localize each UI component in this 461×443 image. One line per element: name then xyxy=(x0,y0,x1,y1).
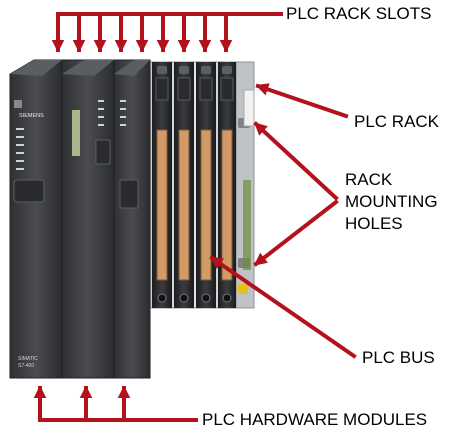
power-supply-module: SIEMENS SIMATIC S7-400 xyxy=(9,59,63,379)
rack-slot xyxy=(174,62,194,308)
bus-connector xyxy=(178,129,190,281)
brand-marking: SIEMENS xyxy=(19,113,44,119)
hardware-modules-label: PLC HARDWARE MODULES xyxy=(202,410,428,429)
mounting-holes-label-line: HOLES xyxy=(345,214,403,233)
mounting-holes-label-line: MOUNTING xyxy=(345,192,438,211)
rack-slot xyxy=(196,62,216,308)
rack-slots xyxy=(152,62,236,308)
bus-connector xyxy=(200,129,212,281)
mounting-hole-arrow xyxy=(253,121,339,201)
interface-module xyxy=(113,59,151,379)
bus-arrow xyxy=(209,255,357,359)
mounting-holes-label-line: RACK xyxy=(345,170,393,189)
annotation-arrows xyxy=(33,12,357,422)
bus-connector xyxy=(221,129,233,281)
rack-slot xyxy=(152,62,172,308)
rack-slot xyxy=(218,62,236,308)
bus-label: PLC BUS xyxy=(362,348,435,367)
rack-slots-label: PLC RACK SLOTS xyxy=(286,4,432,23)
model-marking-line1: SIMATIC xyxy=(18,356,38,362)
mounting-holes-label: RACK MOUNTING HOLES xyxy=(345,169,438,235)
hardware-modules: SIEMENS SIMATIC S7-400 xyxy=(9,59,151,379)
rack-arrow xyxy=(255,83,349,119)
model-marking-line2: S7-400 xyxy=(18,363,34,369)
bus-connector xyxy=(156,129,168,281)
cpu-module xyxy=(61,59,115,379)
rack-label: PLC RACK xyxy=(354,112,440,131)
mounting-hole-arrow xyxy=(253,199,339,267)
